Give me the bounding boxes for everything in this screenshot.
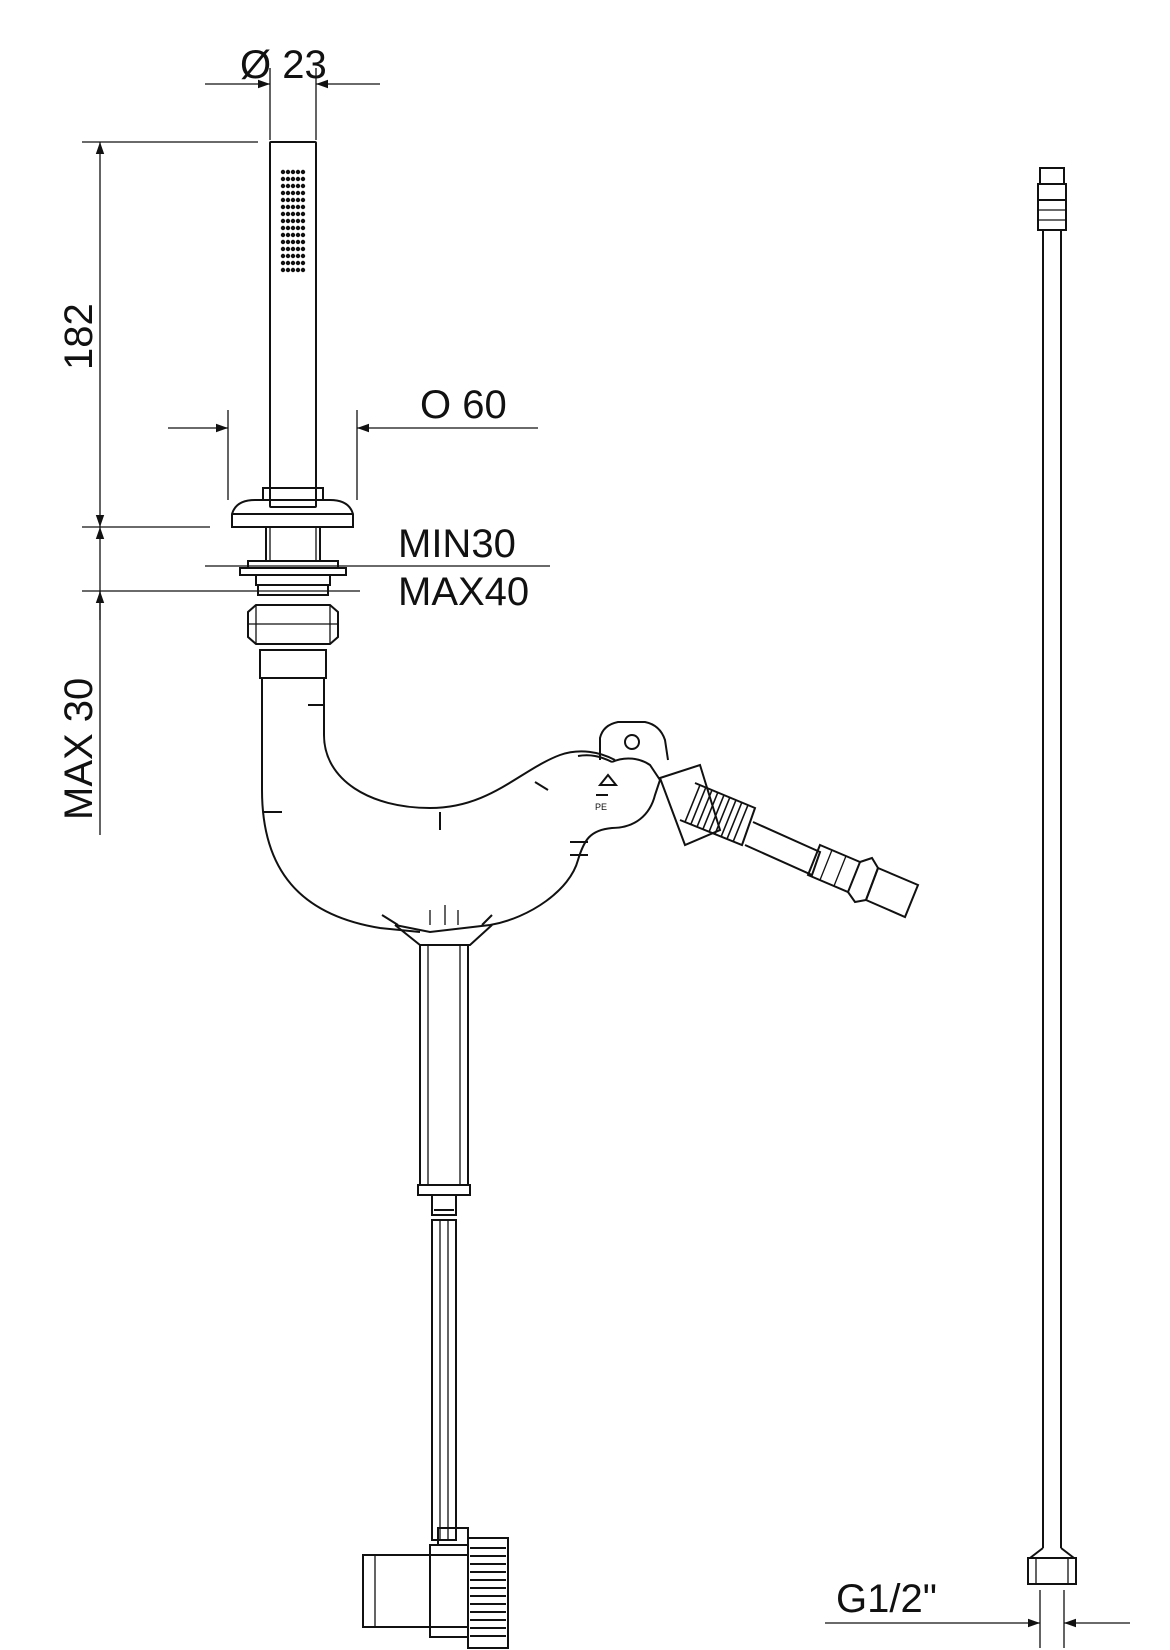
deck-base (231, 487, 354, 596)
dimension-label-diameter: Ø 23 (240, 43, 327, 87)
dimension-label-min: MIN30 (398, 522, 516, 566)
spray-nozzles (280, 169, 306, 273)
dimension-label-max: MAX40 (398, 570, 529, 614)
svg-text:PE: PE (595, 802, 607, 812)
supply-tube (417, 944, 471, 1541)
dimension-label-max-30: MAX 30 (57, 678, 101, 820)
dimension-label-base: O 60 (420, 383, 507, 427)
lock-nut (247, 604, 339, 679)
dimension-g-half-inch: G1/2" (825, 1577, 1130, 1648)
hand-shower (269, 141, 317, 508)
dimension-label-182: 182 (57, 303, 101, 370)
dimension-diameter-23: Ø 23 (205, 43, 380, 140)
flexible-hose (1027, 167, 1077, 1585)
hose-loop (261, 678, 616, 933)
dimension-base-60: O 60 (168, 383, 538, 500)
dimension-below-deck: MAX 30 (57, 527, 105, 835)
outlet-fitting (658, 763, 920, 919)
angle-valve (362, 1527, 509, 1649)
recycle-icon: PE (595, 773, 619, 812)
connector-body: PE (381, 721, 669, 946)
dimension-deck-thickness: MIN30 MAX40 (82, 522, 550, 614)
dimension-label-thread: G1/2" (836, 1577, 937, 1621)
threaded-section (679, 782, 757, 847)
